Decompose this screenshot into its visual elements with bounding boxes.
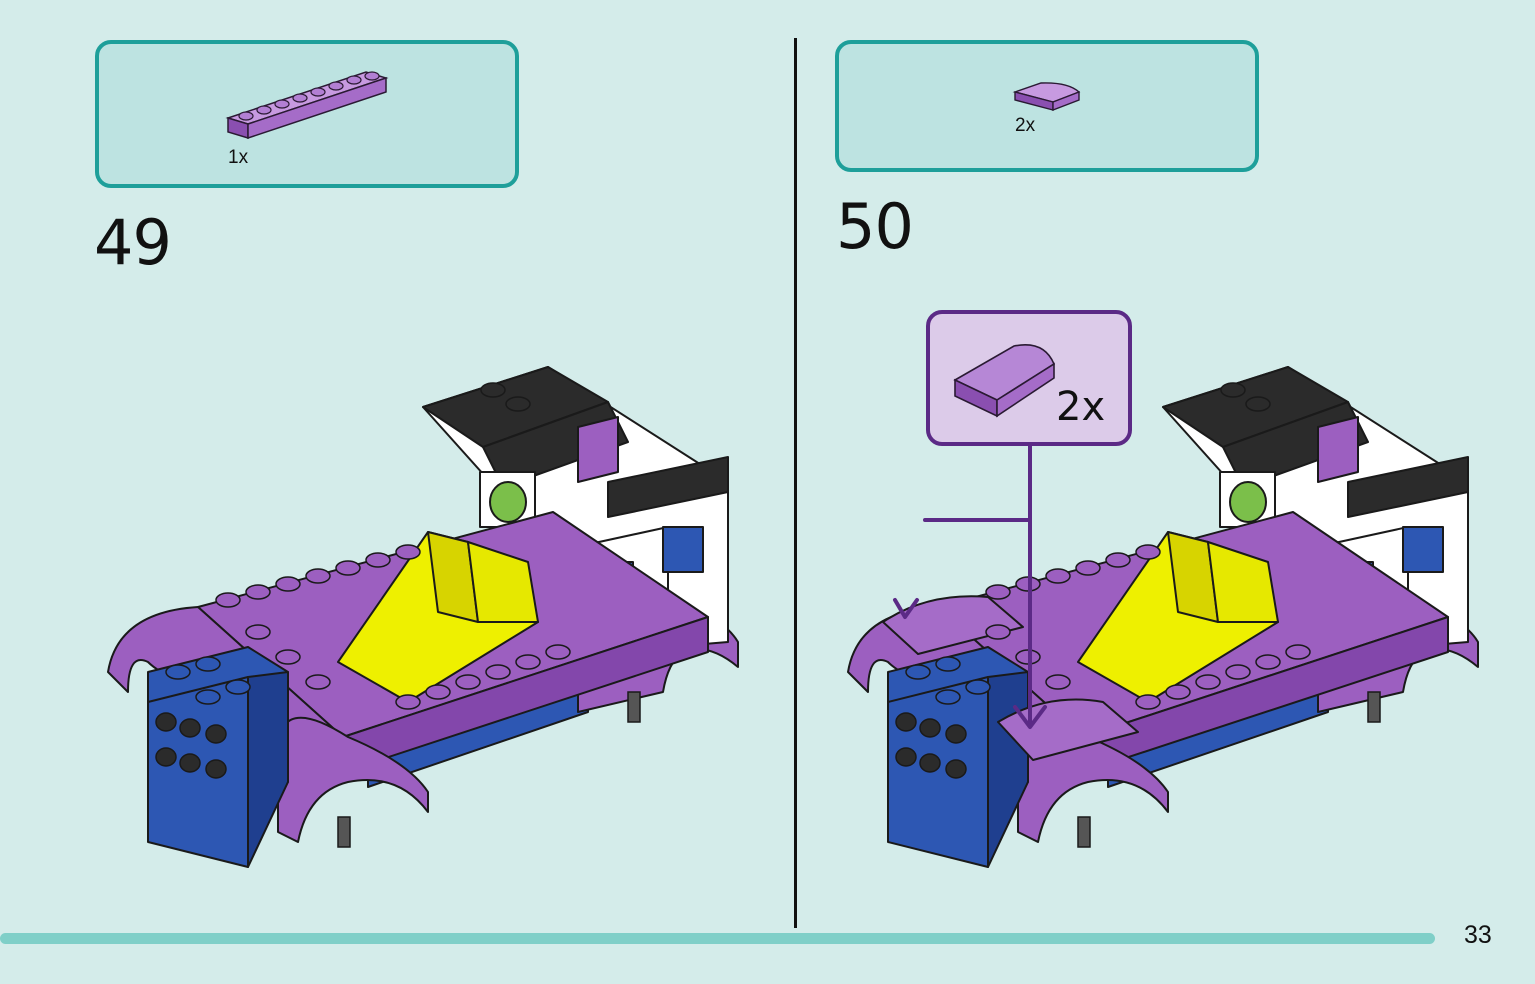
step-divider: [794, 38, 797, 928]
callout-quantity: 2x: [1056, 384, 1106, 430]
part-quantity: 1x: [228, 147, 249, 168]
placement-arrow: [893, 443, 1047, 729]
page-number: 33: [1464, 921, 1492, 949]
purple-curved-slope-icon: [1012, 82, 1081, 112]
step-number: 49: [94, 206, 172, 279]
step-number: 50: [836, 190, 914, 263]
purple-curved-slope-icon: [953, 344, 1055, 418]
page-footer-bar: [0, 933, 1435, 944]
purple-plate-1x8-icon: [225, 71, 389, 140]
part-quantity: 2x: [1015, 115, 1036, 136]
car-model-illustration: [847, 366, 1479, 868]
car-model-illustration: [107, 366, 739, 868]
